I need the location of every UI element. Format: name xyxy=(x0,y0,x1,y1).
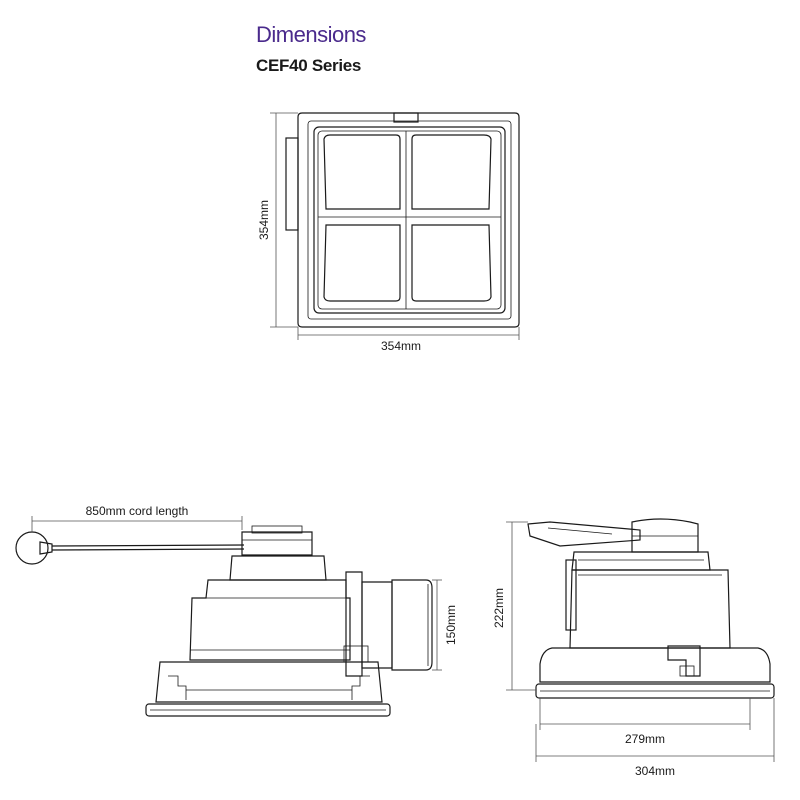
page-title: Dimensions xyxy=(256,22,366,47)
top-view-drawing xyxy=(285,112,520,328)
top-view-height-dimension xyxy=(270,112,298,328)
top-view-width-dimension xyxy=(297,327,520,340)
side-view-height-label: 150mm xyxy=(444,605,458,645)
front-view-height-label: 222mm xyxy=(492,588,506,628)
top-view-height-label: 354mm xyxy=(257,200,271,240)
page-subtitle: CEF40 Series xyxy=(256,56,362,75)
cord-length-label: 850mm cord length xyxy=(86,504,189,518)
front-view-inner-width-dimension xyxy=(539,698,751,730)
front-view-inner-width-label: 279mm xyxy=(625,732,665,746)
front-view-drawing xyxy=(527,518,775,699)
front-view-outer-width-label: 304mm xyxy=(635,764,675,778)
front-view-outer-width-dimension xyxy=(535,698,775,762)
top-view-width-label: 354mm xyxy=(381,339,421,353)
cord-length-dimension xyxy=(31,516,243,532)
side-view-height-dimension xyxy=(432,579,442,671)
side-view-drawing xyxy=(15,525,433,717)
front-view-height-dimension xyxy=(506,521,536,691)
